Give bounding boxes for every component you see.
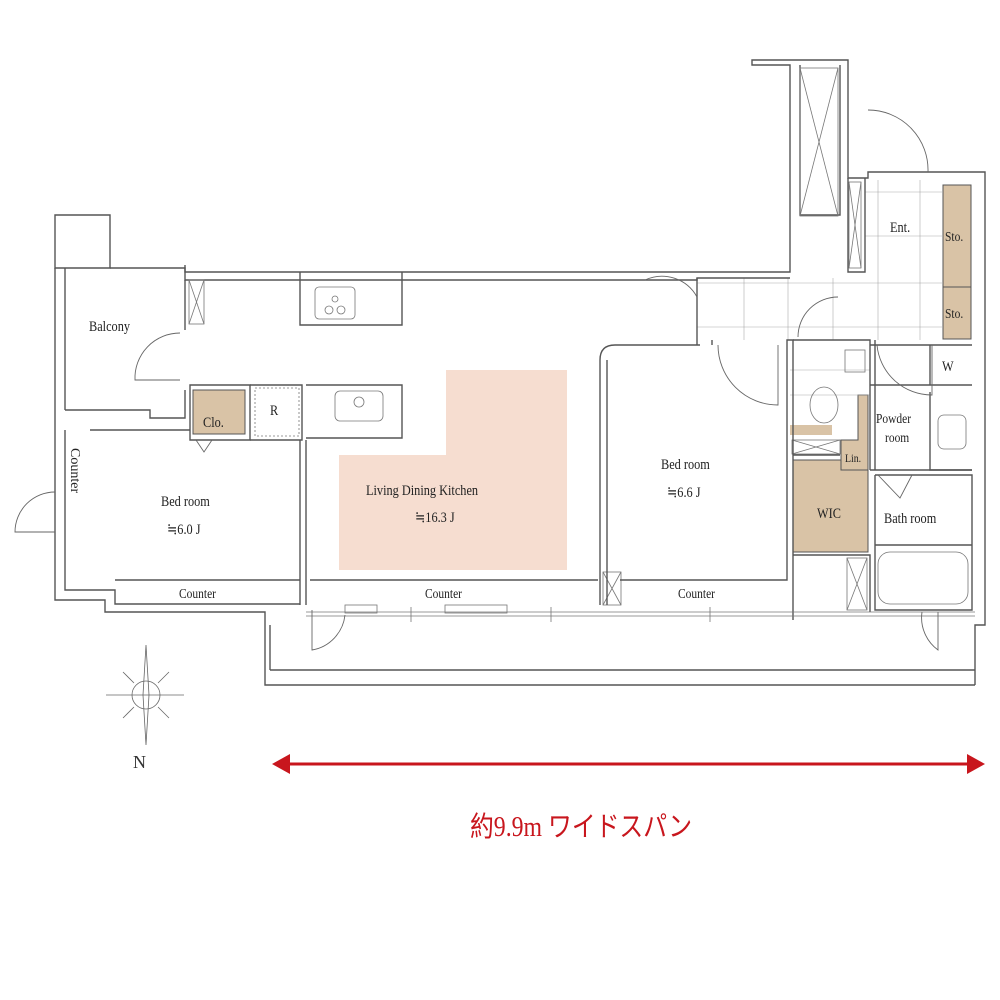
room-label-washer: W (942, 359, 954, 375)
ldk-highlight (339, 370, 567, 570)
room-label-entrance: Ent. (890, 220, 911, 236)
room-label-wic: WIC (817, 506, 841, 522)
room-label-powder-room-1: Powder (876, 412, 912, 427)
room-label-linen: Lin. (845, 451, 862, 465)
room-area-bedroom-east: ≒6.6 J (667, 485, 701, 501)
span-arrow (272, 754, 985, 774)
closet-fill (192, 389, 246, 435)
interior-walls (65, 272, 973, 620)
kitchen-fixtures (254, 286, 969, 605)
room-label-ldk: Living Dining Kitchen (366, 483, 479, 499)
room-label-bath-room: Bath room (884, 511, 937, 527)
compass-icon (106, 644, 184, 746)
shaft-markers (188, 67, 868, 611)
south-windows (306, 604, 975, 622)
room-area-bedroom-west: ≒6.0 J (167, 522, 201, 538)
hall-tiles (697, 180, 943, 396)
room-label-powder-room-2: room (885, 431, 910, 446)
storage-fill-1 (942, 184, 972, 288)
compass-north-label: N (133, 752, 146, 772)
span-label: 約9.9m ワイドスパン (470, 812, 693, 843)
room-label-storage-2: Sto. (945, 307, 964, 322)
outer-walls (54, 59, 986, 686)
room-label-bedroom-east: Bed room (661, 457, 710, 473)
toilet-base (790, 425, 832, 435)
room-label-bedroom-west: Bed room (161, 494, 210, 510)
room-label-balcony: Balcony (89, 319, 130, 335)
room-label-closet: Clo. (203, 415, 224, 431)
door-swings (14, 109, 939, 651)
room-area-ldk: ≒16.3 J (415, 510, 455, 526)
counter-label-bedroom-west: Counter (179, 587, 216, 602)
storage-fill-2 (942, 286, 972, 340)
counter-label-ldk: Counter (425, 587, 462, 602)
room-label-storage-1: Sto. (945, 230, 964, 245)
counter-label-west-vertical: Counter (67, 448, 82, 494)
room-label-refrigerator: R (270, 403, 279, 419)
counter-label-bedroom-east: Counter (678, 587, 715, 602)
